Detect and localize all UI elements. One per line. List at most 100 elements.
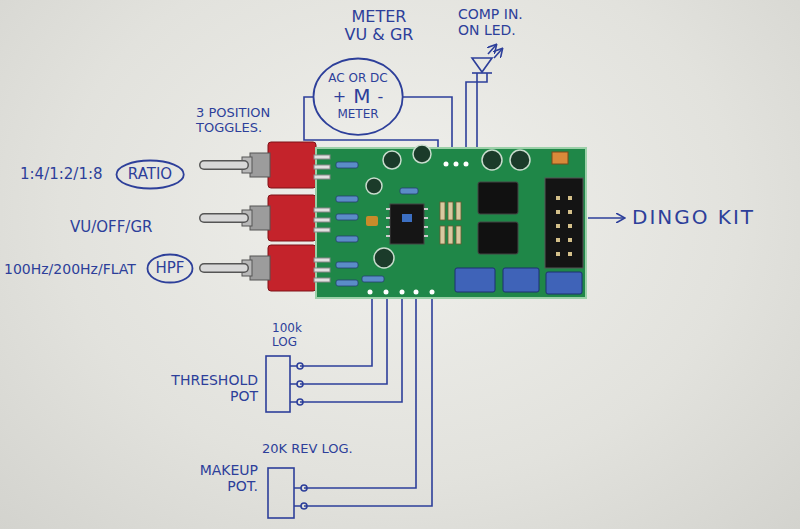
pot-body	[266, 356, 290, 412]
resistor	[336, 280, 358, 286]
node-text: METER	[337, 108, 378, 122]
label-anchor: METER VU & GR	[342, 8, 416, 45]
pot-wire	[300, 298, 387, 384]
node-text: HPF	[156, 260, 185, 277]
resistor	[336, 236, 358, 242]
header-pin	[568, 224, 572, 228]
toggle-switch	[204, 245, 316, 291]
toggle-nut	[250, 153, 270, 177]
lug	[314, 268, 330, 272]
resistor	[336, 214, 358, 220]
toggle-switch	[204, 195, 316, 241]
ribbon-header	[545, 178, 583, 268]
header-pin	[556, 210, 560, 214]
header-pin	[556, 238, 560, 242]
label-anchor: 1:4/1:2/1:8	[20, 166, 103, 183]
led-wire	[476, 73, 478, 150]
capacitor	[366, 178, 382, 194]
capacitors	[366, 145, 530, 268]
relay	[478, 222, 518, 254]
diode	[440, 226, 445, 244]
header-pin	[556, 252, 560, 256]
toggle-nut	[250, 206, 270, 230]
lug	[314, 165, 330, 169]
pot-terminal	[301, 485, 307, 491]
pcb-substrate	[316, 148, 586, 298]
toggle-switch	[204, 142, 316, 188]
toggle-body	[268, 142, 316, 188]
meter-circle: AC OR DC+M-METER	[312, 57, 404, 136]
pot-terminal	[297, 363, 303, 369]
pot-leads	[290, 366, 297, 402]
header-pin	[568, 238, 572, 242]
diode	[448, 226, 453, 244]
label-anchor: 3 POSITION TOGGLES.	[196, 106, 288, 136]
pot-terminal	[297, 399, 303, 405]
toggle-lever	[204, 162, 244, 169]
hand-drawn-ellipse	[313, 59, 402, 135]
makeup-pot-symbol	[268, 468, 307, 518]
solder-pads	[368, 162, 469, 295]
pot-leads	[294, 488, 301, 506]
pad	[414, 290, 419, 295]
hand-drawn-ellipse	[148, 255, 193, 283]
label-anchor: 20K REV LOG.	[262, 442, 353, 457]
node-text: +	[333, 88, 346, 106]
lug	[314, 155, 330, 159]
meter-wire	[304, 97, 438, 150]
resistor	[336, 162, 358, 168]
pad	[430, 290, 435, 295]
lug	[314, 218, 330, 222]
capacitor	[482, 150, 502, 170]
pot-wire	[300, 298, 402, 402]
toggle-body	[268, 245, 316, 291]
diode	[456, 202, 461, 220]
handwritten-note: COMP IN. ON LED.	[458, 6, 533, 38]
lug	[314, 258, 330, 262]
capacitor	[510, 150, 530, 170]
diodes	[440, 202, 461, 244]
node-text: RATIO	[128, 166, 172, 183]
label-anchor: 100k LOG	[272, 322, 322, 350]
trim-pot	[503, 268, 539, 292]
pot-wires	[300, 298, 432, 506]
switch-lugs	[314, 155, 330, 282]
lug	[314, 228, 330, 232]
pad	[454, 162, 459, 167]
toggle-body	[268, 195, 316, 241]
trim-pot	[455, 268, 495, 292]
hand-drawn-ellipse	[116, 161, 183, 189]
lug	[314, 175, 330, 179]
pot-terminal	[301, 503, 307, 509]
handwritten-note: MAKEUP POT.	[178, 462, 258, 494]
label-anchor: 100Hz/200Hz/FLAT	[4, 261, 136, 277]
trim-pots	[455, 268, 582, 294]
led-symbol	[466, 45, 502, 150]
header-pin	[568, 196, 572, 200]
meter-wire	[403, 97, 452, 150]
toggle-lever	[204, 263, 244, 273]
header-pin	[556, 224, 560, 228]
capacitor	[374, 248, 394, 268]
label-anchor: DINGO KIT	[632, 206, 755, 229]
handwritten-note: DINGO KIT	[632, 206, 755, 229]
label-anchor: THRESHOLD POT	[150, 372, 258, 404]
pcb-board	[314, 145, 586, 298]
header-pin	[556, 196, 560, 200]
relay	[478, 182, 518, 214]
diode	[448, 202, 453, 220]
node-text: AC OR DC	[328, 72, 387, 86]
toggle-lever	[204, 213, 244, 223]
header-pin	[568, 252, 572, 256]
label-anchor: MAKEUP POT.	[178, 462, 258, 494]
resistor	[336, 262, 358, 268]
ic-chip	[390, 204, 424, 244]
tantalum-capacitor	[366, 216, 378, 226]
handwritten-note: 1:4/1:2/1:8	[20, 166, 103, 183]
handwritten-note: METER VU & GR	[342, 8, 416, 45]
handwritten-note: 100k LOG	[272, 322, 322, 350]
handwritten-note: 3 POSITION TOGGLES.	[196, 106, 288, 136]
capacitor	[413, 145, 431, 163]
toggle-lever	[204, 160, 244, 170]
led-wire	[466, 73, 487, 150]
